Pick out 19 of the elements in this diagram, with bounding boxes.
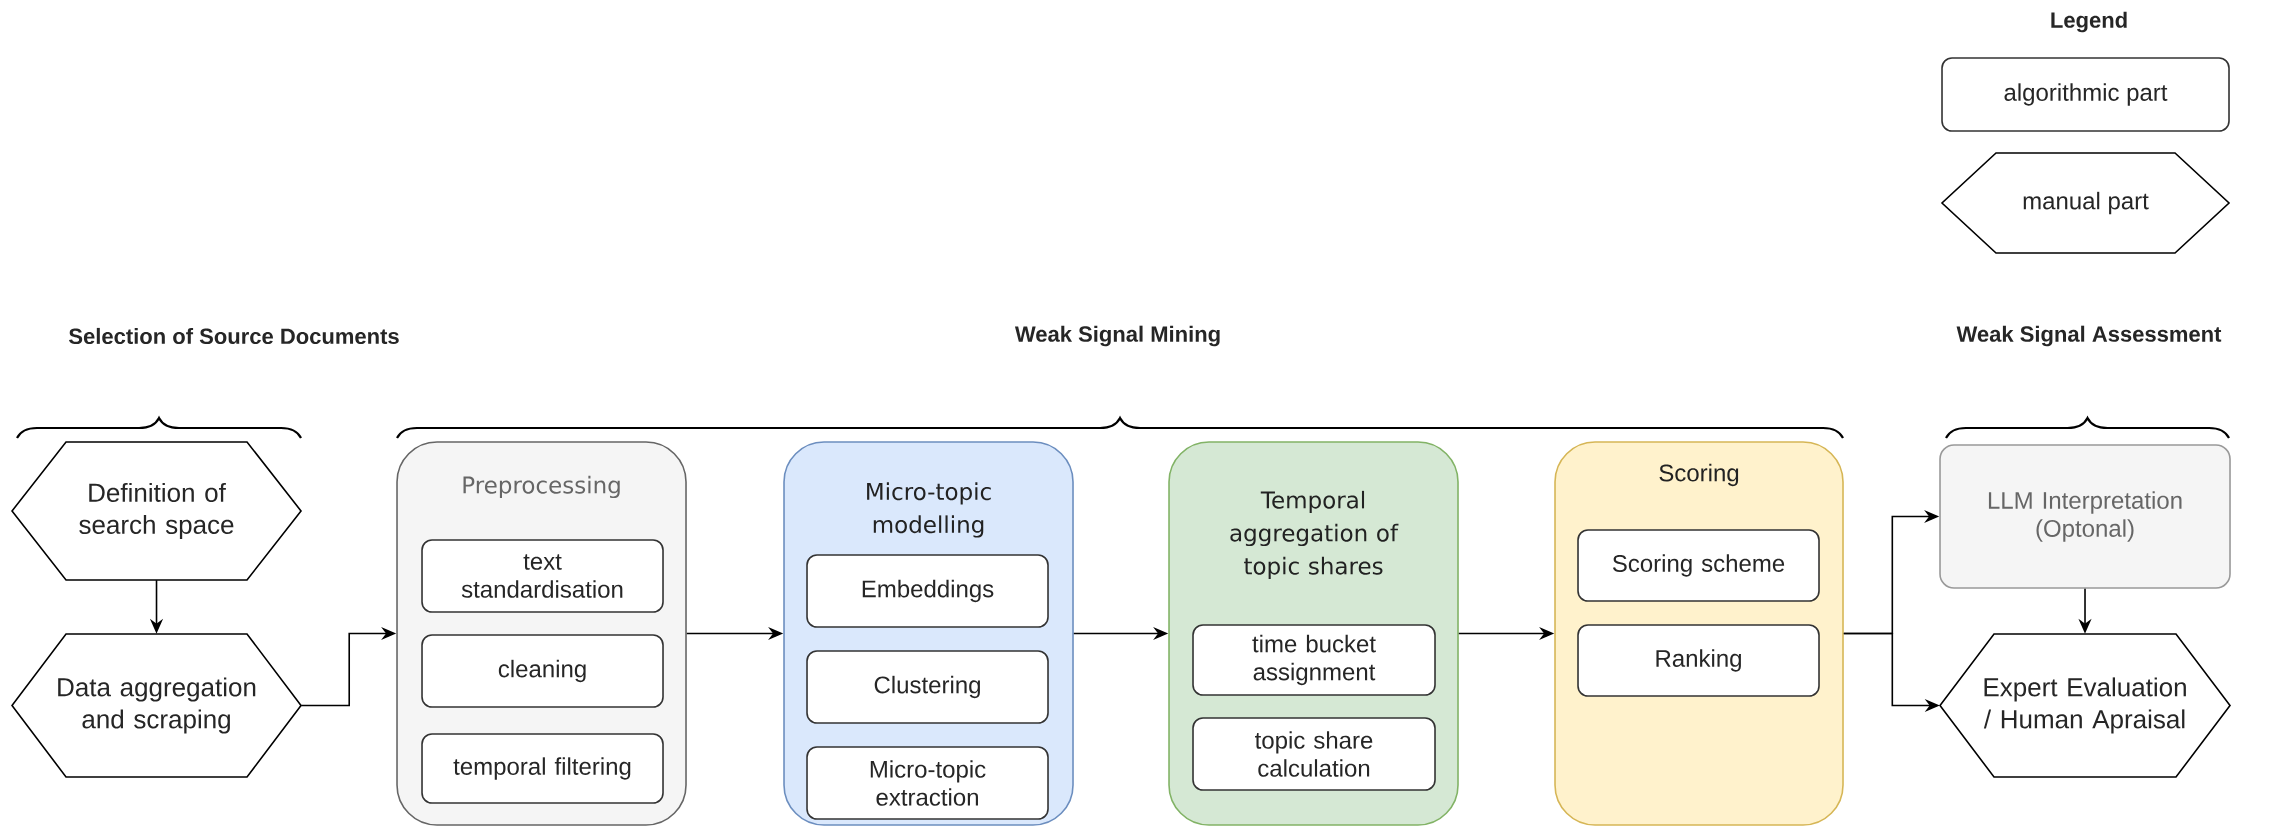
section-heading: Weak Signal Assessment <box>1956 325 2222 347</box>
process-box: Ranking <box>1577 624 1820 697</box>
process-box: Clustering <box>806 650 1049 724</box>
section-heading: Legend <box>2051 11 2127 33</box>
process-box: LLM Interpretation (Optonal) <box>1939 444 2231 589</box>
process-box: text standardisation <box>421 539 664 613</box>
process-box: Embeddings <box>806 554 1049 628</box>
process-box: topic share calculation <box>1192 717 1436 791</box>
process-box: cleaning <box>421 634 664 708</box>
legend-box: algorithmic part <box>1941 57 2230 132</box>
hexagon-step: Expert Evaluation / Human Apraisal <box>1939 633 2231 778</box>
section-heading: Selection of Source Documents <box>69 327 399 345</box>
process-box: Micro-topic extraction <box>806 746 1049 820</box>
process-box: time bucket assignment <box>1192 624 1436 696</box>
section-heading: Weak Signal Mining <box>1014 325 1220 347</box>
process-box: Scoring scheme <box>1577 529 1820 602</box>
hexagon-step: Definition of search space <box>11 441 303 581</box>
process-box: temporal filtering <box>421 733 664 804</box>
hexagon-step: Data aggregation and scraping <box>11 633 303 778</box>
